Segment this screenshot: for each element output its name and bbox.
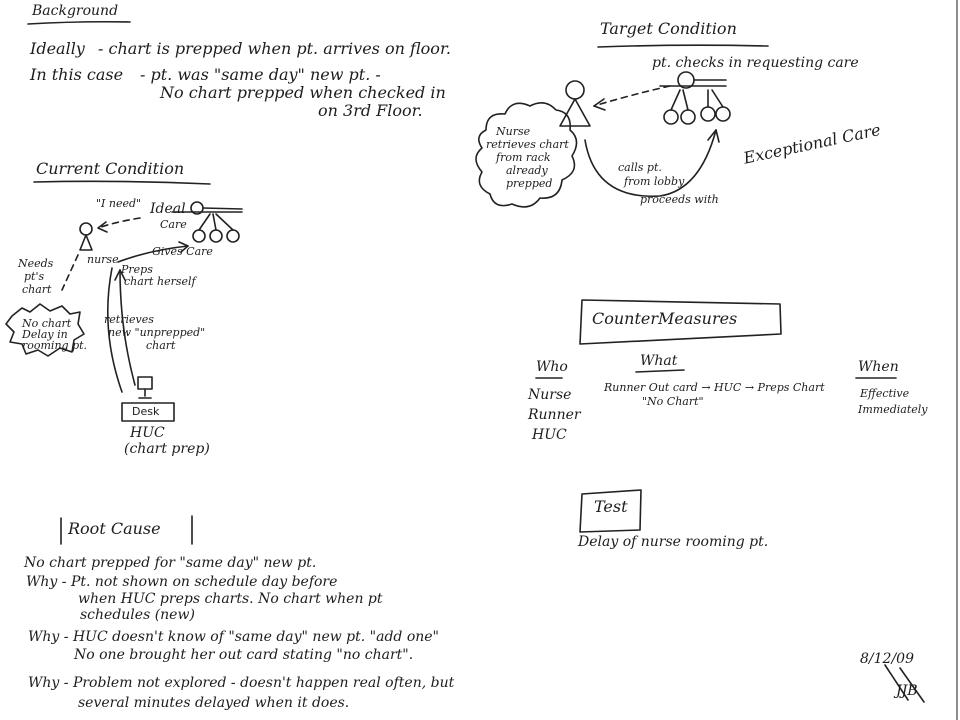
countermeasures-box [579,299,782,345]
calls-pt-arrow [584,129,717,197]
pts-label: pt's [24,270,45,283]
nurse-label: nurse [87,253,119,266]
root-cause-line-0: No chart prepped for "same day" new pt. [24,555,317,571]
care-label: Care [160,218,187,231]
chart-herself-label: chart herself [124,275,196,288]
patient-request-arrow [593,85,671,107]
no-chart-label: No chart [22,317,72,330]
signature-strokes [884,664,925,703]
new-unprepped-label: new "unprepped" [108,326,206,339]
when-heading: When [858,359,899,375]
what-underline [635,369,685,373]
test-box [579,489,642,533]
root-cause-line-7: several minutes delayed when it does. [78,695,350,711]
pt-checks-in-label: pt. checks in requesting care [652,55,859,71]
cloud-line-2: from rack [496,151,551,164]
nurse-figure-current [79,222,93,251]
ideal-label: Ideal [150,201,186,217]
when-item-1: Immediately [858,403,928,416]
cloud-line-0: Nurse [496,125,531,138]
background-heading: Background [32,3,119,19]
proceeds-with-label: proceeds with [640,193,719,206]
rooming-pt-label: rooming pt. [22,339,88,352]
chart-label: chart [22,283,52,296]
signature-date: 8/12/09 [860,651,914,667]
root-cause-line-4: Why - HUC doesn't know of "same day" new… [28,629,439,645]
signature-initials: JJB [896,683,918,699]
target-patient [659,71,731,125]
test-text: Delay of nurse rooming pt. [578,534,769,550]
background-line2-label: In this case [30,65,124,84]
cloud-line-3: already [506,164,548,177]
root-cause-heading: Root Cause [68,519,161,538]
gives-care-arrow [117,245,189,263]
i-need-arrow [97,217,141,229]
needs-chart-arrow [61,254,79,291]
needs-label: Needs [18,257,54,270]
nurse-figure-target [559,80,591,127]
who-item-0: Nurse [528,387,572,403]
background-line1-label: Ideally [30,39,85,58]
root-cause-brackets [60,515,193,545]
ideal-care-patient [171,201,243,243]
retrieves-label: retrieves [104,313,154,326]
background-line2-text: - pt. was "same day" new pt. - [140,65,381,84]
retrieve-chart-line [106,267,123,393]
root-cause-line-3: schedules (new) [80,607,195,623]
test-heading: Test [594,497,628,516]
who-heading: Who [536,359,568,375]
current-condition-heading: Current Condition [36,159,185,178]
target-condition-underline [597,44,769,48]
huc-label: HUC [130,425,165,441]
chart-prep-label: (chart prep) [124,441,210,457]
from-lobby-label: from lobby [624,175,685,188]
gives-care-label: Gives Care [152,245,213,258]
root-cause-line-1: Why - Pt. not shown on schedule day befo… [26,574,338,590]
who-item-2: HUC [532,427,567,443]
desk-label: Desk [132,405,160,418]
cloud-line-1: retrieves chart [486,138,569,151]
return-chart-arrowhead [114,269,126,281]
chart2-label: chart [146,339,176,352]
who-item-1: Runner [528,407,581,423]
nurse-thought-cloud [475,102,578,208]
background-underline [27,20,131,25]
gives-care-arrowhead [178,241,189,253]
what-text: Runner Out card → HUC → Preps Chart [604,381,825,394]
countermeasures-heading: CounterMeasures [592,309,738,328]
what-heading: What [640,353,678,369]
root-cause-line-5: No one brought her out card stating "no … [74,647,414,663]
i-need-arrowhead [97,221,108,233]
current-condition-underline [33,180,211,185]
cloud-line-4: prepped [506,177,553,190]
background-line1-text: - chart is prepped when pt. arrives on f… [98,39,451,58]
root-cause-line-6: Why - Problem not explored - doesn't hap… [28,675,455,691]
calls-pt-label: calls pt. [618,161,662,174]
no-chart-burst [5,303,85,357]
background-line3: No chart prepped when checked in [160,83,446,102]
calls-pt-arrowhead [707,129,720,143]
desk-computer [121,376,175,422]
root-cause-line-2: when HUC preps charts. No chart when pt [78,591,383,607]
delay-in-label: Delay in [22,328,68,341]
what-note: "No Chart" [642,395,704,408]
when-item-0: Effective [860,387,910,400]
return-chart-line [119,269,136,386]
preps-label: Preps [121,263,153,276]
background-line4: on 3rd Floor. [318,101,423,120]
patient-request-arrowhead [593,98,606,111]
target-condition-heading: Target Condition [600,19,737,38]
i-need-label: "I need" [96,197,142,210]
